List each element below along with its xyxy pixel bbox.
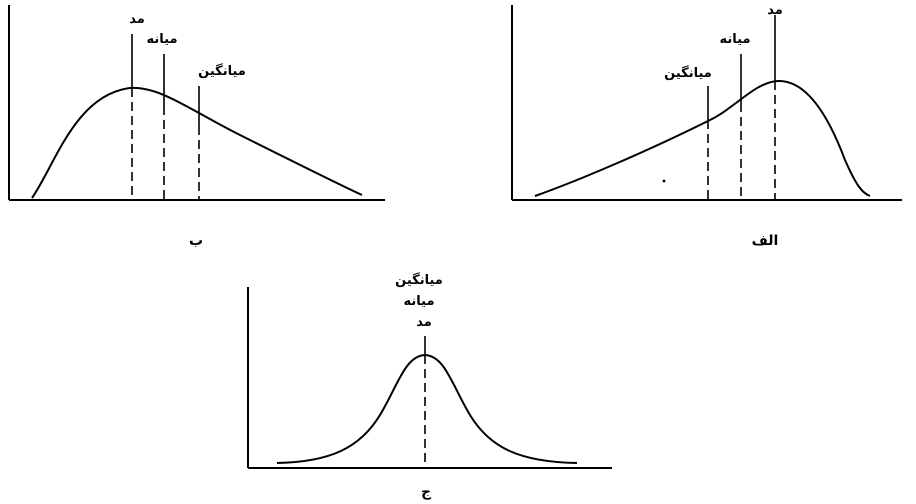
panel-jim-curve [276,353,578,464]
panel-be-mode-label: مد [129,12,145,27]
panel-jim-caption: ج [421,484,432,500]
panel-jim-mean-label: میانگین [395,272,443,288]
panel-alef-median-label: میانه [719,32,750,47]
panel-alef-caption: الف [752,233,779,249]
panel-alef-mode-label: مد [767,3,783,18]
panel-be-curve [31,86,363,199]
panel-jim: میانگین میانه مد ج [247,272,612,500]
panel-be-caption: ب [189,233,203,249]
panel-jim-median-label: میانه [403,294,434,309]
panel-jim-mode-label: مد [416,315,432,330]
panel-alef: مد میانه میانگین الف [511,3,902,249]
panel-be-median-label: میانه [146,32,177,47]
panel-alef-curve [534,79,871,197]
panel-alef-dot [662,179,666,183]
panel-alef-mean-label: میانگین [664,65,712,81]
panel-be-mean-label: میانگین [198,63,246,79]
panel-be: مد میانه میانگین ب [8,5,385,249]
